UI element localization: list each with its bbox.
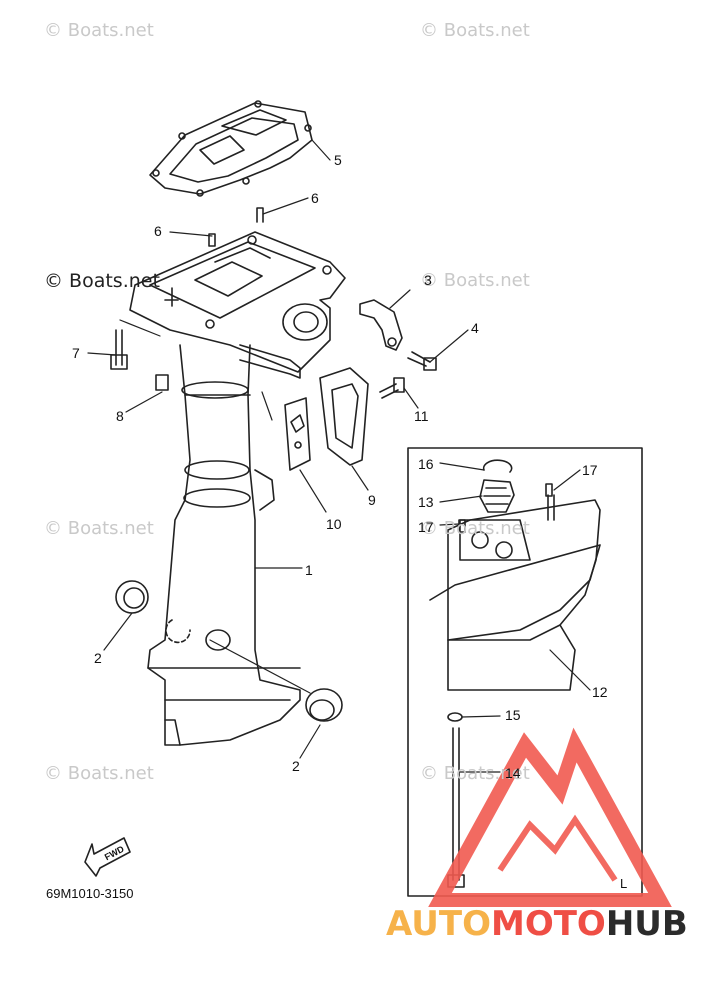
part-number: 4: [471, 320, 479, 336]
watermark-text: © Boats.net: [420, 763, 530, 784]
cover: [319, 367, 369, 466]
drive-shaft-housing: [147, 344, 301, 746]
part-number: 11: [414, 408, 429, 424]
watermark-text: © Boats.net: [44, 20, 154, 41]
part-number: 5: [334, 152, 342, 168]
watermark-text: © Boats.net: [44, 270, 160, 292]
part-number: 17: [418, 519, 434, 535]
part-number: 6: [154, 223, 162, 239]
brand-part: MOTO: [490, 904, 606, 944]
part-number: 2: [94, 650, 102, 666]
fwd-arrow: [84, 837, 131, 877]
extension: [429, 494, 601, 691]
box-corner-label: L: [620, 876, 628, 891]
part-number: 1: [305, 562, 313, 578]
bolt: [110, 329, 437, 399]
part-number: 2: [292, 758, 300, 774]
part-number: 14: [505, 765, 521, 781]
small-parts: [447, 459, 553, 888]
part-number: 3: [424, 272, 432, 288]
part-number: 6: [311, 190, 319, 206]
watermark-text: © Boats.net: [44, 518, 154, 539]
part-number: 17: [582, 462, 598, 478]
leader-lines: [87, 139, 591, 773]
brand-part: AUTO: [386, 904, 491, 944]
cover-gasket: [284, 397, 311, 471]
watermark-text: © Boats.net: [420, 518, 530, 539]
part-number: 13: [418, 494, 434, 510]
part-number: 7: [72, 345, 80, 361]
part-number: 8: [116, 408, 124, 424]
diagram-code: 69M1010-3150: [46, 886, 134, 901]
part-number: 9: [368, 492, 376, 508]
brand-logo: AUTOMOTOHUB: [386, 904, 688, 944]
logo-triangle: [428, 727, 672, 907]
brand-part: HUB: [605, 904, 688, 944]
part-number: 10: [326, 516, 342, 532]
part-number: 12: [592, 684, 608, 700]
exhaust-gasket: [149, 100, 313, 197]
watermark-text: © Boats.net: [420, 20, 530, 41]
part-number: 15: [505, 707, 521, 723]
dowel-pin: [208, 207, 264, 247]
watermark-text: © Boats.net: [44, 763, 154, 784]
watermark-text: © Boats.net: [420, 270, 530, 291]
clamp: [359, 299, 403, 351]
exhaust-guide: [129, 231, 346, 379]
part-number: 16: [418, 456, 434, 472]
